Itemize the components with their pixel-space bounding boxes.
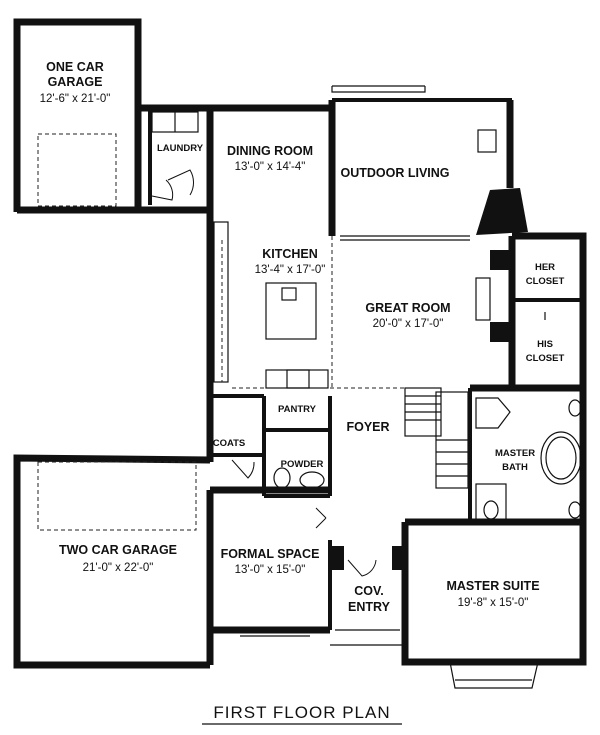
pantry-label: PANTRY — [278, 404, 317, 415]
dining-room-label: DINING ROOM — [227, 144, 313, 158]
master-wing — [401, 384, 587, 689]
one-car-garage-size: 12'-6" x 21'-0" — [40, 93, 111, 105]
great-room-size: 20'-0" x 17'-0" — [373, 318, 444, 330]
master-bath-label-1: MASTER — [495, 448, 535, 459]
foyer-label: FOYER — [346, 420, 389, 434]
formal-space-label: FORMAL SPACE — [221, 547, 320, 561]
cov-entry-label-1: COV. — [354, 584, 383, 598]
his-closet-label-1: HIS — [537, 339, 553, 350]
his-closet-label-2: CLOSET — [526, 353, 565, 364]
her-closet-label-2: CLOSET — [526, 276, 565, 287]
kitchen-size: 13'-4" x 17'-0" — [255, 264, 326, 276]
pantry-powder-area — [206, 392, 332, 498]
main-walls — [150, 85, 587, 392]
kitchen-label: KITCHEN — [262, 247, 318, 261]
two-car-garage-label: TWO CAR GARAGE — [59, 543, 177, 557]
master-suite-size: 19'-8" x 15'-0" — [458, 597, 529, 609]
master-suite-label: MASTER SUITE — [446, 579, 539, 593]
plan-title: FIRST FLOOR PLAN — [213, 703, 390, 722]
powder-label: POWDER — [281, 459, 324, 470]
two-car-garage-size: 21'-0" x 22'-0" — [83, 562, 154, 574]
laundry-label: LAUNDRY — [157, 143, 204, 154]
coats-label: COATS — [213, 438, 246, 449]
dining-room-size: 13'-0" x 14'-4" — [235, 161, 306, 173]
two-car-garage — [13, 454, 214, 669]
master-bath-label-2: BATH — [502, 462, 528, 473]
great-room-label: GREAT ROOM — [365, 301, 450, 315]
cov-entry-label-2: ENTRY — [348, 600, 391, 614]
formal-space-size: 13'-0" x 15'-0" — [235, 564, 306, 576]
stairs — [404, 387, 469, 489]
her-closet-label-1: HER — [535, 262, 555, 273]
laundry-area — [138, 104, 210, 205]
one-car-garage-label-2: GARAGE — [48, 75, 103, 89]
one-car-garage-label-1: ONE CAR — [46, 60, 104, 74]
one-car-garage — [13, 18, 150, 214]
outdoor-living-label: OUTDOOR LIVING — [340, 166, 449, 180]
